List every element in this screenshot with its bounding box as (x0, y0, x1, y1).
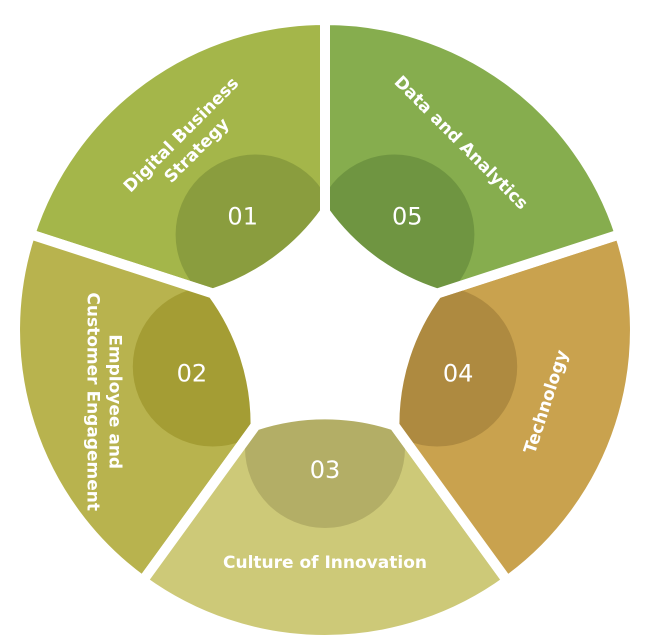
segment-number: 01 (227, 203, 258, 231)
segment-number: 04 (443, 359, 474, 387)
segment-label-line: Culture of Innovation (223, 553, 427, 573)
segment-02: 02 Employee andCustomer Engagement (10, 229, 261, 586)
segment-label-line: Customer Engagement (82, 292, 102, 511)
segment-label-line: Employee and (104, 334, 124, 469)
segment-gap-outline (10, 229, 261, 586)
segment-gap-outline (137, 409, 513, 643)
segment-gap-outline (320, 15, 625, 299)
segment-number-circle (245, 414, 405, 528)
segment-number: 02 (177, 359, 208, 387)
segment-gap-outline (25, 15, 330, 299)
segment-number: 05 (392, 203, 423, 231)
segment-gap-outline (389, 229, 640, 586)
segment-number: 03 (310, 456, 341, 484)
segment-label: Employee andCustomer Engagement (82, 292, 124, 511)
segment-label: Culture of Innovation (223, 553, 427, 573)
